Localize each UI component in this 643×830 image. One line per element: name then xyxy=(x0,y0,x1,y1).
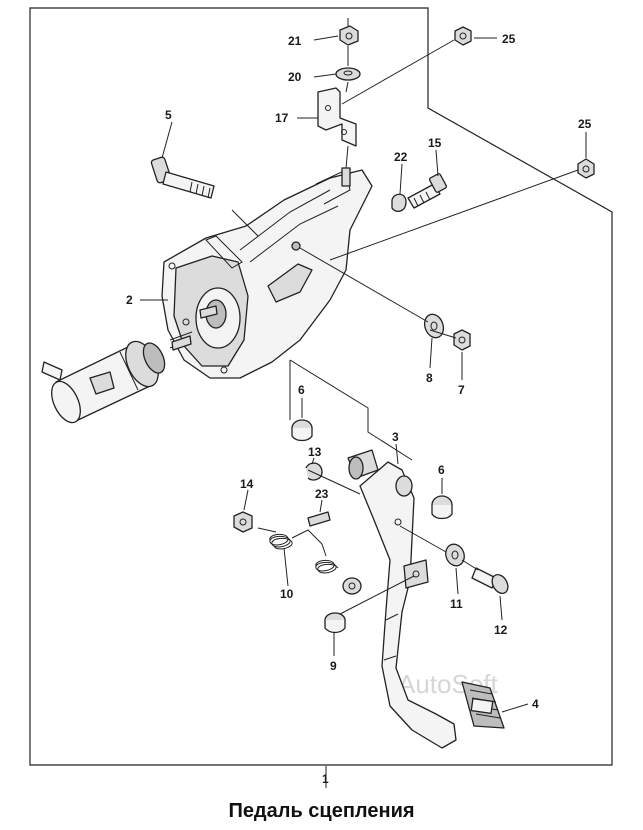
pedal-pad-4 xyxy=(461,681,505,729)
label-6-left: 6 xyxy=(298,383,305,397)
pedal-bracket-housing-2 xyxy=(161,169,373,379)
bushing-6-right xyxy=(431,495,453,520)
label-6-right: 6 xyxy=(438,463,445,477)
clutch-pedal-arm-3 xyxy=(347,449,457,749)
assist-spring-10 xyxy=(257,527,339,574)
assembly-guide-lines xyxy=(231,39,579,615)
label-25-top: 25 xyxy=(502,32,516,46)
label-25-right: 25 xyxy=(578,117,592,131)
washer-8 xyxy=(423,313,445,339)
bushing-11 xyxy=(445,543,465,567)
bushing-6-left xyxy=(291,419,313,442)
label-1: 1 xyxy=(322,772,329,786)
stopper-9 xyxy=(324,612,346,634)
bolt-12 xyxy=(471,567,509,594)
label-15: 15 xyxy=(428,136,442,150)
label-4: 4 xyxy=(532,697,539,711)
nut-14 xyxy=(233,511,253,533)
clip-13 xyxy=(305,462,323,481)
label-7: 7 xyxy=(458,383,465,397)
label-8: 8 xyxy=(426,371,433,385)
label-17: 17 xyxy=(275,111,289,125)
nut-25-right xyxy=(577,158,595,179)
clip-22 xyxy=(391,193,407,213)
nut-25-top xyxy=(454,26,472,46)
label-20: 20 xyxy=(288,70,302,84)
bolt-5 xyxy=(150,156,215,199)
bolt-15 xyxy=(407,173,447,209)
assembly-frame xyxy=(29,7,613,766)
label-3: 3 xyxy=(392,430,399,444)
housing-studs xyxy=(171,167,351,351)
label-12: 12 xyxy=(494,623,508,637)
label-14: 14 xyxy=(240,477,254,491)
spring-seat xyxy=(342,577,362,595)
label-9: 9 xyxy=(330,659,337,673)
label-22: 22 xyxy=(394,150,408,164)
callout-labels: 21 20 17 25 25 5 22 15 2 8 7 6 3 13 6 14… xyxy=(126,32,592,786)
label-21: 21 xyxy=(288,34,302,48)
label-23: 23 xyxy=(315,487,329,501)
label-11: 11 xyxy=(450,597,463,611)
label-10: 10 xyxy=(280,587,294,601)
nut-7 xyxy=(453,329,471,351)
label-5: 5 xyxy=(165,108,172,122)
bracket-17 xyxy=(317,87,357,147)
label-2: 2 xyxy=(126,293,133,307)
leader-lines xyxy=(140,35,587,788)
washer-20 xyxy=(335,67,361,81)
label-13: 13 xyxy=(308,445,322,459)
nut-21 xyxy=(339,18,359,46)
diagram-caption: Педаль сцепления xyxy=(228,800,415,822)
clutch-master-cylinder xyxy=(41,340,166,424)
pin-23 xyxy=(307,511,331,527)
